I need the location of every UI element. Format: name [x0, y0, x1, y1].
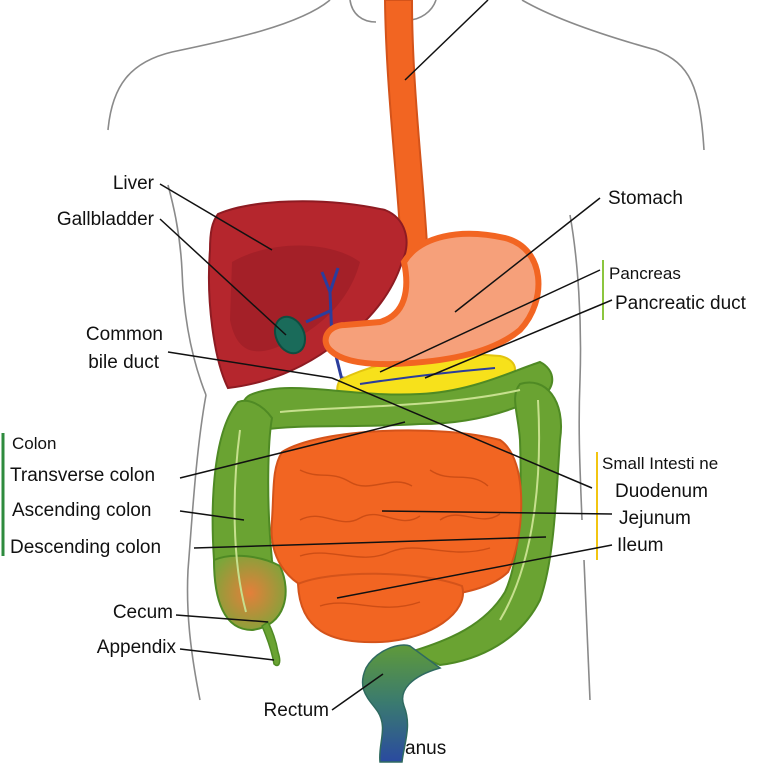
label-small-intestine: Small Intesti ne: [602, 454, 718, 473]
pancreatic-duct: [359, 367, 496, 385]
cecum: [212, 554, 287, 632]
label-ileum: Ileum: [617, 535, 663, 556]
label-common-bile-line1: Common: [86, 324, 163, 345]
label-pancreas: Pancreas: [609, 264, 681, 283]
colon: [211, 360, 563, 667]
appendix: [261, 620, 281, 667]
label-liver: Liver: [113, 173, 155, 194]
leader-lines: [159, 0, 613, 711]
label-jejunum: Jejunum: [619, 508, 691, 529]
label-ascending-colon: Ascending colon: [12, 500, 151, 521]
label-colon: Colon: [12, 434, 56, 453]
small-intestine: [270, 429, 523, 644]
stomach: [322, 230, 542, 368]
label-common-bile-line2: bile duct: [88, 352, 159, 373]
label-transverse-colon: Transverse colon: [10, 465, 155, 486]
label-gallbladder: Gallbladder: [57, 209, 155, 230]
labels: Liver Gallbladder Common bile duct Stoma…: [10, 173, 747, 759]
label-pancreatic-duct: Pancreatic duct: [615, 293, 747, 314]
label-duodenum: Duodenum: [615, 481, 708, 502]
body-outline: [107, 0, 705, 701]
label-anus: anus: [405, 738, 446, 759]
label-descending-colon: Descending colon: [10, 537, 161, 558]
label-stomach: Stomach: [608, 188, 683, 209]
label-appendix: Appendix: [97, 637, 177, 658]
label-cecum: Cecum: [113, 602, 173, 623]
gallbladder: [273, 315, 307, 355]
descending-colon: [407, 381, 563, 667]
label-rectum: Rectum: [264, 700, 329, 721]
